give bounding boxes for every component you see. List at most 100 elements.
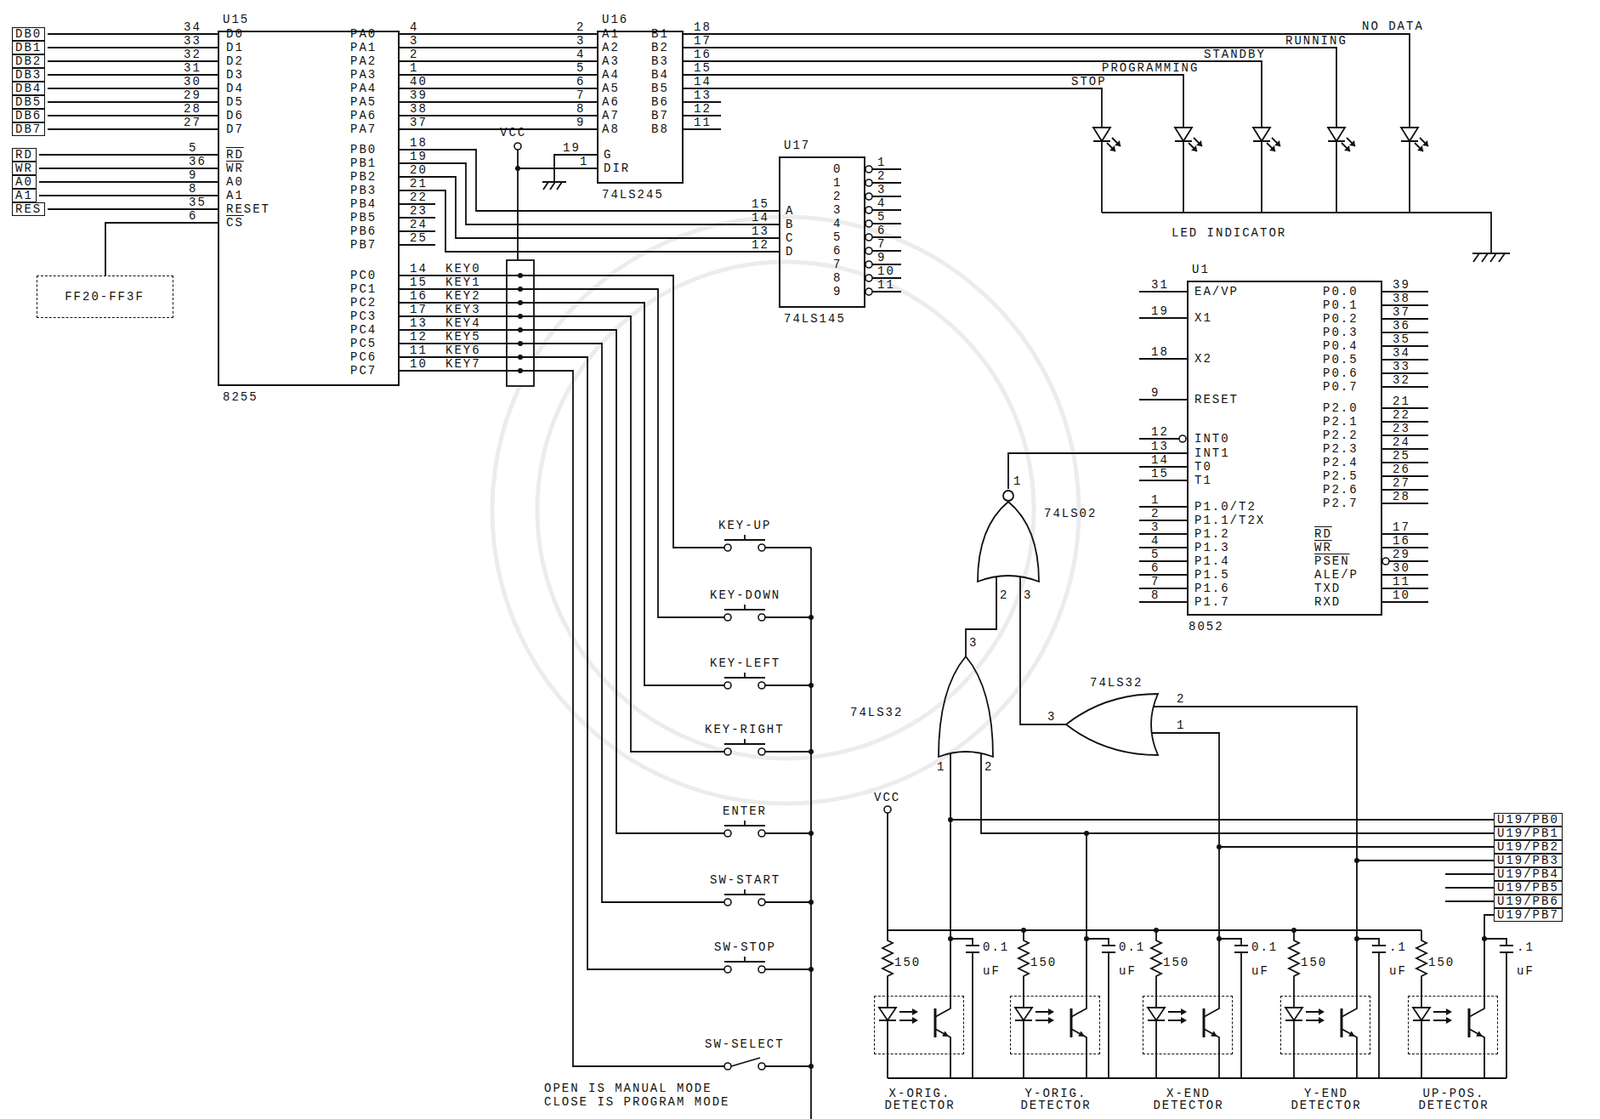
pin-name: PB3 <box>350 184 377 197</box>
pin-name: 1 <box>833 176 842 189</box>
switch-label: SW-STOP <box>714 941 777 954</box>
note: OPEN IS MANUAL MODE <box>544 1082 713 1095</box>
pin-name: PC0 <box>350 269 377 282</box>
pin-number: 23 <box>409 204 428 217</box>
switch-label: KEY-DOWN <box>709 589 781 602</box>
pin-name: PA3 <box>350 68 377 81</box>
pin-name: INT0 <box>1194 432 1231 445</box>
pin-name: P1.4 <box>1194 555 1231 568</box>
node-label: U1 <box>1191 263 1210 276</box>
pin-number: 28 <box>183 102 202 115</box>
switch-label: ENTER <box>722 805 767 818</box>
pin-number: 24 <box>409 218 428 231</box>
pin-name: D2 <box>226 55 244 68</box>
signal-name: KEY2 <box>445 289 482 302</box>
pin-number: 5 <box>576 62 585 74</box>
pin-number: 33 <box>183 34 202 47</box>
pin-name: DIR <box>603 162 630 175</box>
pin-name: P0.2 <box>1322 312 1359 325</box>
pin-name: P0.0 <box>1322 285 1359 298</box>
wire-connector <box>1157 706 1357 996</box>
pin-number: 34 <box>183 21 202 34</box>
detector-box: Y-END DETECTOR <box>1280 995 1371 1055</box>
pin-number: 35 <box>188 196 207 209</box>
pin-number: 15 <box>1151 467 1169 480</box>
pin-name: A7 <box>601 109 620 122</box>
pin-name: P0.4 <box>1322 340 1359 352</box>
node-label: Y-END DETECTOR <box>1270 1087 1382 1112</box>
pin-number: 2 <box>877 170 886 182</box>
pin-number: 11 <box>1392 575 1411 588</box>
node-label: X-ORIG. DETECTOR <box>864 1087 976 1112</box>
pin-number: 12 <box>693 102 712 115</box>
pin-number: 21 <box>1392 395 1411 408</box>
signal-name: KEY1 <box>445 276 482 289</box>
led-label: STOP <box>1071 75 1107 88</box>
pin-number: 14 <box>409 262 428 275</box>
pin-name: P1.0/T2 <box>1194 500 1257 513</box>
signal-tag: A1 <box>11 188 37 203</box>
wire-connector <box>399 149 779 211</box>
pack-wires <box>506 149 597 371</box>
pin-number: 15 <box>409 276 428 289</box>
pin-number: 29 <box>1392 548 1411 561</box>
signal-tag: U19/PB6 <box>1493 894 1563 908</box>
pin-number: 34 <box>1392 346 1411 359</box>
pin-name: PSEN <box>1314 555 1351 568</box>
u17-output-stubs <box>872 169 902 292</box>
pin-name: PA2 <box>350 55 377 68</box>
sensor-bus-wires <box>887 812 1507 1079</box>
pin-number: 7 <box>576 89 585 102</box>
signal-name: KEY6 <box>445 344 482 357</box>
logic-gate: 74LS32 <box>1066 693 1158 755</box>
pin-number: 17 <box>693 34 712 47</box>
pin-name: X2 <box>1194 352 1213 365</box>
junction-dots <box>515 165 1487 1069</box>
node-label: UP-POS. DETECTOR <box>1398 1087 1510 1112</box>
u1-pin-stubs <box>1139 291 1429 602</box>
pin-name: PC4 <box>350 323 377 336</box>
pin-number: 4 <box>576 48 585 61</box>
signal-tag: DB5 <box>11 95 46 109</box>
node-label: 8052 <box>1188 620 1225 633</box>
pin-number: 12 <box>409 330 428 343</box>
node-label: U15 <box>222 13 250 26</box>
pin-name: RD <box>226 148 244 161</box>
wire-connector <box>981 756 1087 996</box>
detector-box: Y-ORIG. DETECTOR <box>1009 995 1101 1055</box>
node-label: X-END DETECTOR <box>1133 1087 1244 1112</box>
pin-name: X1 <box>1194 312 1213 324</box>
pin-name: D5 <box>226 96 244 108</box>
logic-gate: 74LS32 <box>935 656 997 757</box>
pin-name: P2.2 <box>1322 429 1359 442</box>
pin-name: 3 <box>833 204 842 216</box>
pin-number: 36 <box>1392 319 1411 332</box>
pin-number: 5 <box>877 210 886 223</box>
signal-tag: U19/PB0 <box>1493 812 1563 827</box>
pin-name: WR <box>226 162 244 175</box>
pin-name: A0 <box>226 175 244 188</box>
capacitor-unit: uF <box>1516 964 1535 977</box>
resistor-pack <box>506 260 534 386</box>
pin-number: 6 <box>188 209 198 222</box>
pin-name: PB6 <box>350 225 377 238</box>
pin-number: 38 <box>1392 292 1411 305</box>
signal-tag: U19/PB2 <box>1493 839 1563 854</box>
capacitor-unit: uF <box>1389 964 1408 977</box>
pin-number: 3 <box>969 636 978 649</box>
pin-name: P1.7 <box>1194 595 1231 608</box>
pin-name: PB5 <box>350 211 377 224</box>
pin-name: P1.6 <box>1194 582 1231 595</box>
pin-number: 36 <box>188 155 207 168</box>
pin-name: A5 <box>601 82 620 95</box>
signal-tag: DB0 <box>11 27 46 41</box>
pin-name: P2.0 <box>1322 402 1359 415</box>
pin-name: B <box>785 218 795 231</box>
pin-number: 11 <box>409 344 428 357</box>
pin-name: P1.2 <box>1194 527 1231 540</box>
ic-chip: U1674LS245 <box>596 30 684 184</box>
pin-number: 2 <box>409 48 419 61</box>
pin-number: 25 <box>409 232 428 244</box>
pin-name: 5 <box>833 231 842 244</box>
pin-number: 11 <box>693 116 712 129</box>
